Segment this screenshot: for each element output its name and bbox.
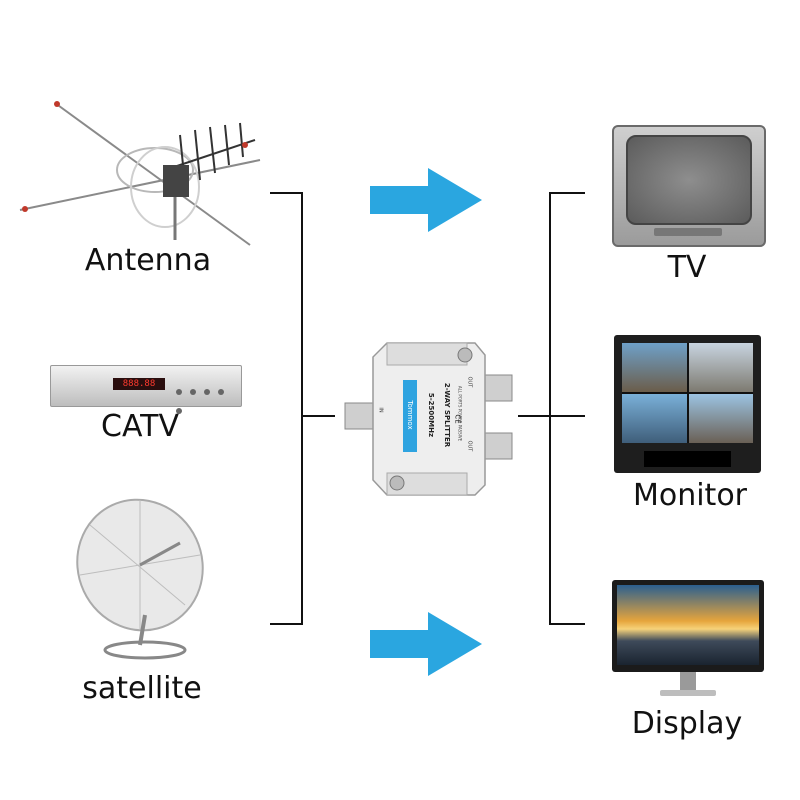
- display-stand: [680, 672, 696, 690]
- catv-device: 888.88: [50, 365, 242, 414]
- antenna-icon: [19, 101, 261, 246]
- splitter-in-label: IN: [377, 407, 384, 413]
- catv-buttons: [176, 380, 231, 414]
- splitter-out2-label: OUT: [466, 440, 473, 452]
- camera-view-1: [622, 343, 687, 392]
- display-screen: [617, 585, 759, 665]
- splitter-brand-strip: [403, 380, 417, 452]
- splitter-device: Tommox 5-2500MHz 2-WAY SPLITTER ALL PORT…: [335, 335, 520, 500]
- splitter-freq: 5-2500MHz: [427, 392, 435, 438]
- splitter-mark: CE: [453, 414, 462, 424]
- camera-view-2: [688, 343, 753, 392]
- antenna-label: Antenna: [84, 243, 212, 278]
- satellite-dish-icon: [76, 498, 204, 660]
- satellite-label: satellite: [82, 671, 202, 706]
- bottom-arrow: [370, 612, 482, 676]
- camera-view-4: [688, 394, 753, 443]
- display-device: [612, 580, 764, 700]
- splitter-out1-label: OUT: [466, 376, 473, 388]
- camera-view-3: [622, 394, 687, 443]
- top-arrow: [370, 168, 482, 232]
- display-foot: [660, 690, 716, 696]
- splitter-brand: Tommox: [406, 400, 414, 430]
- catv-label: CATV: [101, 409, 179, 444]
- catv-screen: 888.88: [113, 378, 165, 390]
- monitor-screen: [622, 343, 753, 443]
- tv-label: TV: [667, 250, 707, 285]
- display-label: Display: [631, 706, 743, 741]
- monitor-device: [614, 335, 761, 473]
- splitter-model: 2-WAY SPLITTER: [443, 382, 451, 448]
- monitor-label: Monitor: [632, 478, 748, 513]
- tv-screen: [626, 135, 752, 225]
- monitor-base: [644, 451, 731, 467]
- display-bezel: [612, 580, 764, 672]
- tv-device: [612, 125, 766, 247]
- tv-controls: [654, 228, 722, 236]
- splitter-body: [344, 342, 513, 496]
